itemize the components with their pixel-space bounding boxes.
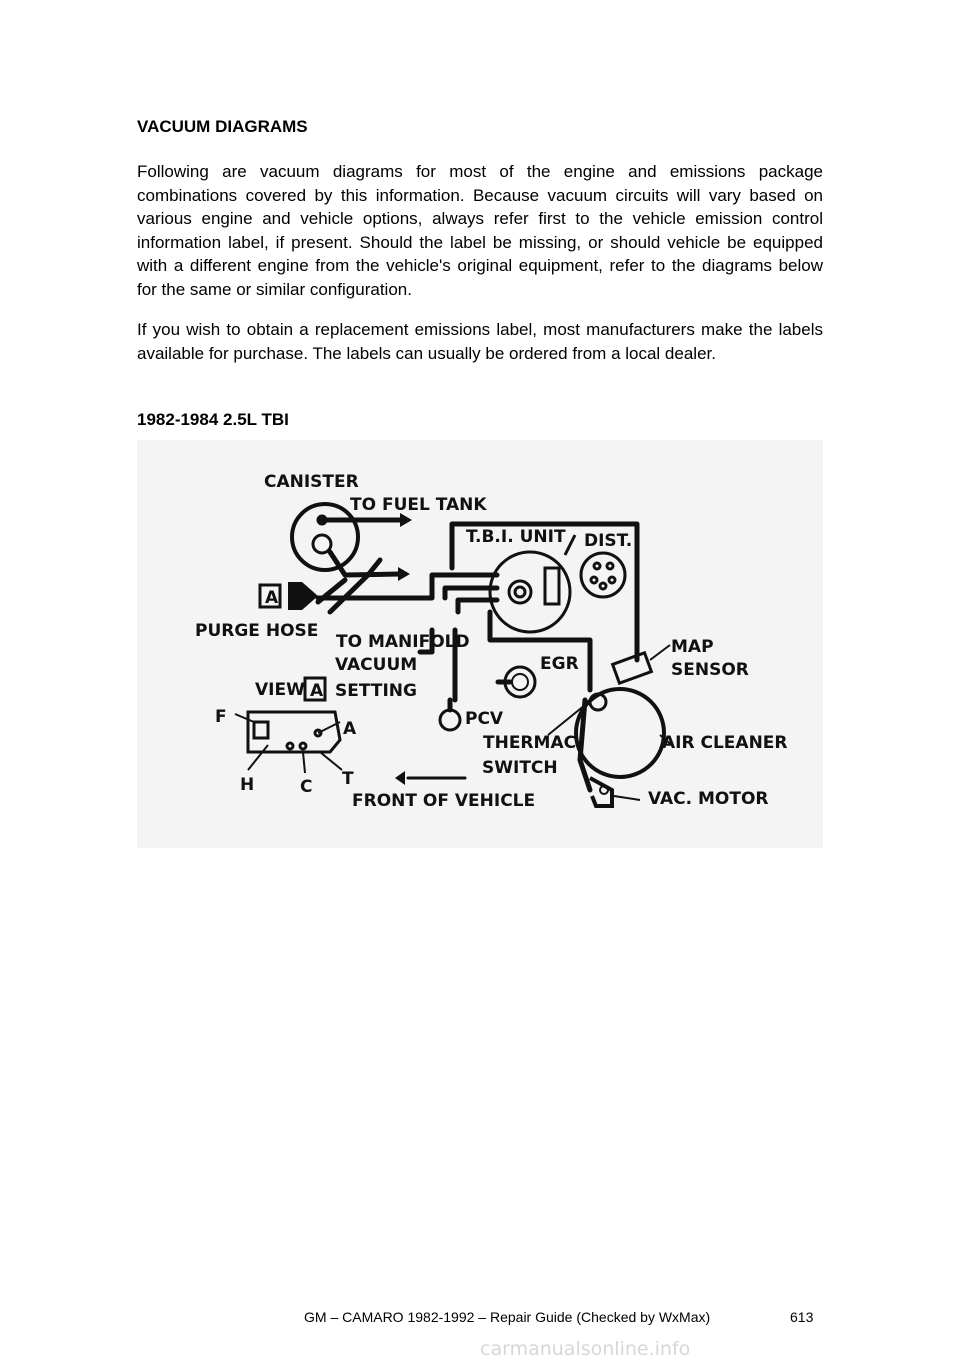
switch-label: SWITCH xyxy=(482,758,558,778)
egr-label: EGR xyxy=(540,654,579,674)
view-marker-label-2: A xyxy=(310,681,324,701)
distributor-icon xyxy=(579,551,627,599)
pcv-valve-icon xyxy=(438,708,462,732)
section-title: VACUUM DIAGRAMS xyxy=(137,117,308,136)
view-marker-label: A xyxy=(265,588,279,608)
map-sensor-icon xyxy=(610,650,654,686)
air-cleaner-label: AIR CLEANER xyxy=(662,733,788,753)
port-f-label: F xyxy=(215,707,227,727)
arrow-right-icon xyxy=(288,582,318,610)
label-paragraph: If you wish to obtain a replacement emis… xyxy=(137,320,823,363)
watermark[interactable]: carmanualsonline.info xyxy=(480,1338,691,1360)
vacuum-label: VACUUM xyxy=(335,655,417,675)
egr-valve-icon xyxy=(503,665,537,699)
canister-icon xyxy=(290,502,360,572)
to-fuel-tank-label: TO FUEL TANK xyxy=(350,495,487,515)
tbi-unit-icon xyxy=(488,550,572,634)
canister-label: CANISTER xyxy=(264,472,359,492)
front-of-vehicle-label: FRONT OF VEHICLE xyxy=(352,791,535,811)
port-a-label: A xyxy=(343,719,357,739)
port-h-label: H xyxy=(240,775,254,795)
intro-paragraph: Following are vacuum diagrams for most o… xyxy=(137,162,823,299)
view-a-marker xyxy=(258,583,282,609)
thermac-label: THERMAC xyxy=(483,733,576,753)
to-manifold-label: TO MANIFOLD xyxy=(336,632,470,652)
port-c-label: C xyxy=(300,777,312,797)
thermac-switch-detail xyxy=(246,710,342,754)
air-cleaner-icon xyxy=(574,687,666,779)
subsection-title: 1982-1984 2.5L TBI xyxy=(137,410,289,429)
arrow-left-icon xyxy=(395,771,405,785)
page-number: 613 xyxy=(790,1309,814,1325)
tbi-unit-label: T.B.I. UNIT xyxy=(466,527,566,547)
footer-text: GM – CAMARO 1982-1992 – Repair Guide (Ch… xyxy=(304,1309,711,1325)
port-t-label: T xyxy=(342,769,354,789)
vac-motor-label: VAC. MOTOR xyxy=(648,789,769,809)
purge-hose-label: PURGE HOSE xyxy=(195,621,318,641)
map-label: MAP xyxy=(671,637,714,657)
dist-label: DIST. xyxy=(584,531,632,551)
setting-label: SETTING xyxy=(335,681,417,701)
view-label: VIEW xyxy=(255,680,305,700)
pcv-label: PCV xyxy=(465,709,504,729)
sensor-label: SENSOR xyxy=(671,660,749,680)
vacuum-diagram: CANISTER TO FUEL TANK T.B.I. UNIT DIST. … xyxy=(137,440,823,848)
